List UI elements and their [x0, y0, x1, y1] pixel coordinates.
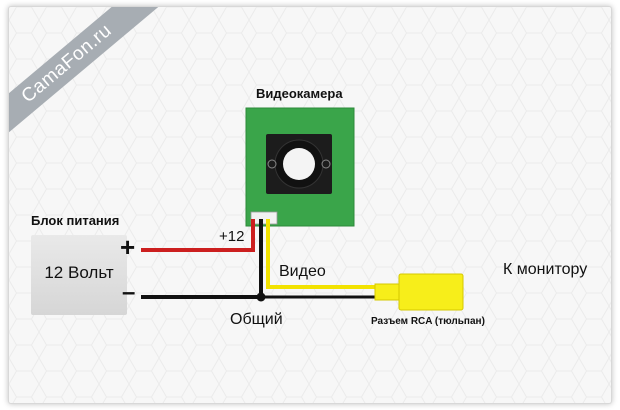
common-wire-label: Общий — [230, 311, 283, 328]
rca-connector-label: Разъем RCA (тюльпан) — [371, 316, 485, 327]
plus12-wire-label: +12 — [219, 228, 245, 245]
plus-terminal-sign: + — [120, 232, 136, 262]
to-monitor-label: К монитору — [503, 261, 588, 278]
power-supply-label: Блок питания — [31, 213, 120, 228]
video-wire-label: Видео — [279, 263, 326, 280]
camera-module — [245, 107, 355, 227]
wiring-diagram — [141, 107, 464, 311]
camera-connector — [250, 211, 278, 225]
mount-hole-left — [267, 159, 277, 169]
mount-hole-right — [321, 159, 331, 169]
camera-label: Видеокамера — [256, 86, 343, 101]
power-supply-box: 12 Вольт — [31, 235, 127, 315]
diagram-frame: CamaFon.ru 12 Вольт Видеокамера Б — [8, 6, 612, 404]
camera-lens-glass — [283, 148, 315, 180]
rca-plug — [374, 273, 464, 311]
power-supply-voltage: 12 Вольт — [44, 263, 114, 282]
ground-junction-dot — [256, 292, 266, 302]
video-wire-yellow — [266, 219, 377, 289]
power-wire-red — [141, 219, 255, 252]
minus-terminal-sign: – — [122, 279, 136, 306]
